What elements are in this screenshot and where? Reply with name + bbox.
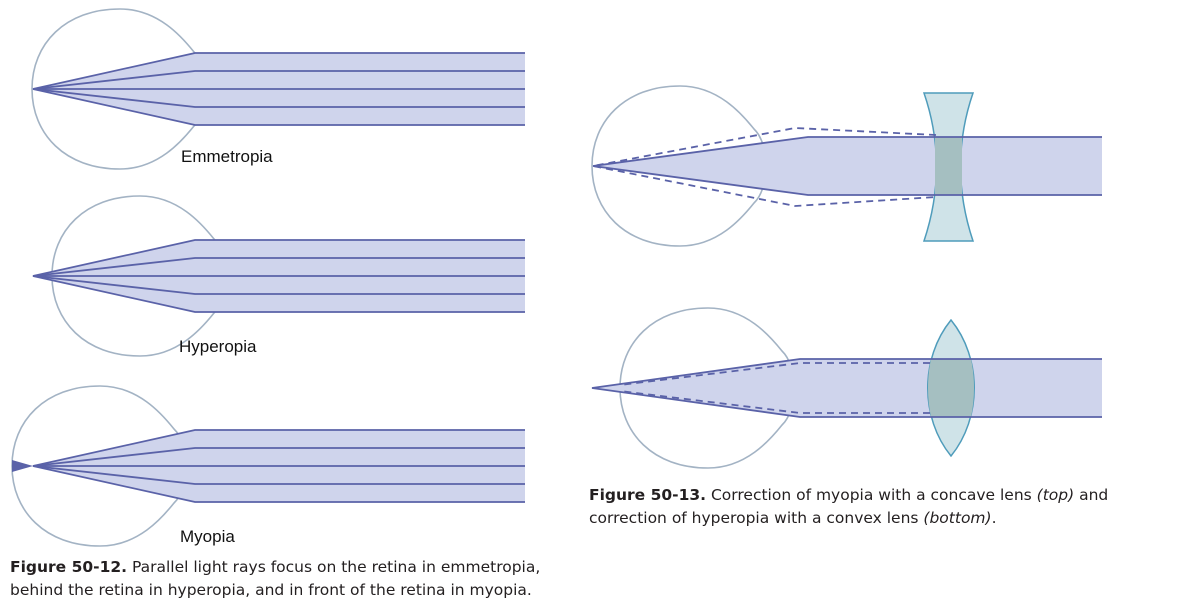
lens-overlap [928, 359, 974, 417]
caption-text: . [991, 509, 997, 527]
myopia-correction-diagram [591, 85, 1102, 247]
emmetropia-label: Emmetropia [181, 147, 273, 166]
caption-italic: (bottom) [923, 509, 992, 527]
caption-text: correction of hyperopia with a convex le… [589, 509, 924, 527]
figure-50-12-caption: Figure 50-12. Parallel light rays focus … [10, 556, 570, 602]
caption-text: Parallel light rays focus on the retina … [127, 558, 541, 576]
corrected-rays [592, 136, 1102, 196]
figure-50-13-caption: Figure 50-13. Correction of myopia with … [589, 484, 1149, 530]
hyperopia-label: Hyperopia [179, 337, 257, 356]
light-beam [592, 359, 1102, 417]
caption-text: behind the retina in hyperopia, and in f… [10, 581, 532, 599]
hyperopia-eye-diagram [32, 195, 525, 357]
caption-text: Correction of myopia with a concave lens [706, 486, 1037, 504]
figure-number: Figure 50-13. [589, 486, 707, 504]
caption-text: and [1074, 486, 1109, 504]
light-rays [32, 239, 525, 313]
light-rays [32, 52, 525, 126]
lens-overlap [935, 137, 962, 195]
myopia-eye-diagram [11, 385, 525, 547]
figure-number: Figure 50-12. [10, 558, 128, 576]
diverging-rays [12, 460, 33, 472]
corrected-rays [591, 358, 1102, 418]
myopia-label: Myopia [180, 527, 235, 546]
emmetropia-eye-diagram [31, 8, 525, 170]
caption-italic: (top) [1036, 486, 1075, 504]
hyperopia-correction-diagram [591, 307, 1102, 469]
light-rays [32, 429, 525, 503]
light-beam [593, 137, 1102, 195]
